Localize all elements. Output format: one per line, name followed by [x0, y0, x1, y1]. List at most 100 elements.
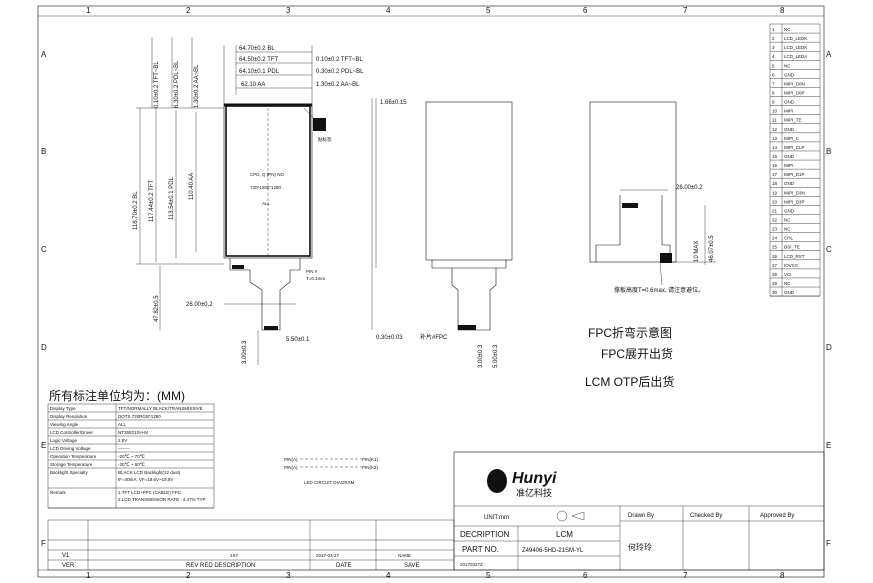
dim-rear-max: 10 MAX	[694, 241, 700, 262]
pin-number: 30	[772, 290, 778, 295]
pin-number: 13	[772, 136, 778, 141]
pin-number: 28	[772, 272, 778, 277]
pin-number: 27	[772, 263, 778, 268]
pin-function: MIPI_D1P	[784, 172, 805, 177]
pin-function: NC	[784, 281, 791, 286]
spec-key: Logic Voltage	[50, 438, 78, 443]
grid-col-4: 4	[386, 6, 391, 15]
spec-key: Display Resolution	[50, 414, 88, 419]
pin-number: 20	[772, 199, 778, 204]
pin-function: CHL	[784, 236, 793, 241]
title-description-label: DECRIPTION	[460, 530, 510, 539]
grid-col-labels: 1 2 3 4 5 6 7 8 1 2 3 4 5 6 7 8	[86, 6, 785, 580]
dim-fpc-bottom: 3.00±0.3	[242, 340, 248, 364]
pin-number: 29	[772, 281, 778, 286]
pin-function: NC	[784, 63, 791, 68]
pin-function: NC	[784, 217, 791, 222]
pin-number: 18	[772, 181, 778, 186]
grid-row-labels: A B C D E F A B C D E F	[41, 50, 832, 548]
dim-vert-tft-bl: 0.10±0.2 TFT~BL	[154, 61, 160, 108]
pin-number: 25	[772, 245, 778, 250]
panel-label-3: ALL	[262, 201, 271, 206]
company-name-cn: 准亿科技	[516, 487, 552, 498]
grid-col-2-bottom: 2	[186, 571, 191, 580]
grid-row-e: E	[41, 441, 46, 450]
pin-function: LCD_LEDK	[784, 36, 807, 41]
grid-col-5-bottom: 5	[486, 571, 491, 580]
note-unit: 所有标注单位均为：(MM)	[49, 388, 185, 403]
pin-function: MIPI	[784, 109, 793, 114]
dim-side-1: 3.00±0.3	[478, 344, 484, 368]
spec-key: Storage Temperature	[50, 462, 93, 467]
fpc-stiffener-note: 补片#FPC	[420, 333, 448, 341]
grid-col-7: 7	[683, 6, 688, 15]
spec-value: TFT/NORMALLY BLACK/TRANSMISSIVE	[118, 406, 203, 411]
grid-row-d-right: D	[826, 343, 832, 352]
spec-key: Viewing Angle	[50, 422, 79, 427]
led-pin-k1: PIN(K1)	[362, 457, 379, 462]
led-circuit-label: LED CIRCUIT DIAGRAM	[304, 480, 355, 485]
dim-tft-bl-right: 0.10±0.2 TFT~BL	[316, 57, 363, 63]
grid-row-c: C	[41, 245, 47, 254]
pin-number: 14	[772, 145, 778, 150]
pin-number: 6	[772, 72, 775, 77]
pin-number: 16	[772, 163, 778, 168]
spec-key: Remark	[50, 490, 67, 495]
grid-row-a: A	[41, 50, 47, 59]
grid-row-a-right: A	[826, 50, 832, 59]
pin-number: 24	[772, 236, 778, 241]
grid-row-c-right: C	[826, 245, 832, 254]
pin-number: 2	[772, 36, 775, 41]
pin-number: 17	[772, 172, 778, 177]
pin-function: GND	[784, 290, 795, 295]
grid-col-4-bottom: 4	[386, 571, 391, 580]
pin-function: MIPI	[784, 163, 793, 168]
panel-label-1: CPD, Q (PN) NO	[250, 172, 285, 177]
pin1-note: PIN #	[306, 269, 318, 274]
grid-row-d: D	[41, 343, 47, 352]
spec-key: LCD Controller/Driver	[50, 430, 94, 435]
side-body	[425, 101, 513, 261]
pin-function: MIPI_CLP	[784, 145, 805, 150]
grid-row-b-right: B	[826, 147, 831, 156]
led-pin-k2: PIN(K2)	[362, 465, 379, 470]
grid-row-b: B	[41, 147, 46, 156]
pin-function: LCD_RST	[784, 254, 805, 259]
pin-function: NC	[784, 27, 791, 32]
spec-value: NT35521SH-M	[118, 430, 148, 435]
title-description: LCM	[556, 530, 573, 539]
grid-col-3: 3	[286, 6, 291, 15]
pin-function: DSI_TE	[784, 245, 800, 250]
dim-rear-depth: 46.07±0.5	[709, 235, 715, 262]
spec-value: IF=40mA, VF=18.6V~19.8V	[118, 477, 173, 482]
title-part-label: PART NO.	[462, 545, 499, 554]
grid-row-e-right: E	[826, 441, 831, 450]
pin-function: LCD_LEDA	[784, 54, 807, 59]
front-view: 64.70±0.2 BL 64.50±0.2 TFT 64.10±0.1 PDL…	[133, 37, 364, 365]
pin-function: GND	[784, 208, 795, 213]
pin-function: MIPI_C	[784, 136, 800, 141]
grid-col-3-bottom: 3	[286, 571, 291, 580]
pin-function: MIPI_D0N	[784, 81, 805, 86]
rear-body	[589, 101, 677, 263]
dim-width-aa: 62.10 AA	[241, 82, 265, 88]
label-sticker-text: 贴标签	[318, 136, 332, 143]
spec-value: ALL	[118, 422, 127, 427]
note-otp: LCM OTP后出货	[585, 374, 674, 389]
spec-value: 1.TFT LCD+FPC (CABLE) FPC	[118, 490, 182, 495]
spec-key: Display Type	[50, 406, 76, 411]
led-pin-a1: PIN(A)	[284, 457, 298, 462]
rev-save-v1: NAME	[398, 553, 411, 558]
pin-number: 9	[772, 100, 775, 105]
dim-fpc-tip: 5.50±0.1	[286, 337, 310, 343]
dim-height-bl: 118.70±0.2 BL	[133, 191, 139, 230]
spec-value: 2.8V	[118, 438, 127, 443]
pin-number: 8	[772, 90, 775, 95]
led-pin-a2: PIN(A)	[284, 465, 298, 470]
pin-function: MIPI_D0P	[784, 90, 805, 95]
revision-table: V1 VER 1ST REV RED DESCRIPTION 2017-03-2…	[47, 519, 455, 571]
dim-height-aa: 110.40 AA	[189, 173, 195, 200]
pin-function: GND	[784, 72, 795, 77]
pin-function: MIPI_D3P	[784, 199, 805, 204]
